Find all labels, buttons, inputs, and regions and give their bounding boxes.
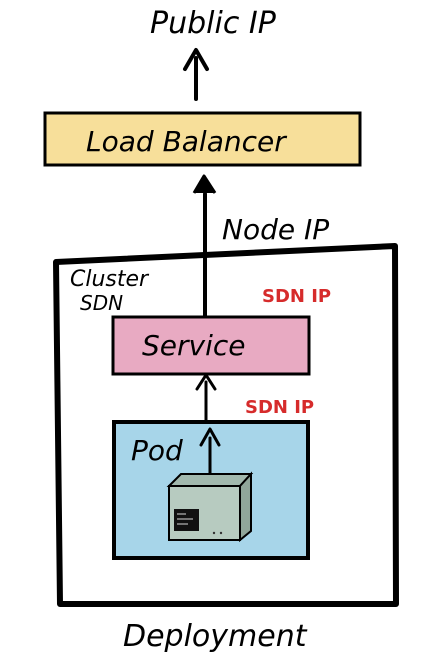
arrow-from-container-head	[199, 427, 221, 447]
pod-label: Pod	[131, 434, 183, 467]
load-balancer-box	[43, 111, 362, 167]
arrow-to-public-ip-head	[183, 48, 209, 71]
arrow-to-service-head	[195, 373, 217, 391]
terminal-screen-icon	[174, 509, 199, 531]
sdn-ip-bottom-label: SDN IP	[245, 397, 314, 418]
public-ip-label: Public IP	[150, 6, 277, 41]
cluster-sdn-label-line1: Cluster	[70, 267, 150, 292]
sdn-ip-top-label: SDN IP	[262, 286, 331, 307]
arrow-to-load-balancer-head	[192, 174, 217, 194]
deployment-label: Deployment	[123, 619, 308, 654]
node-ip-label: Node IP	[222, 213, 329, 246]
service-box	[111, 315, 311, 376]
cluster-box	[53, 243, 399, 607]
load-balancer-label: Load Balancer	[86, 125, 287, 158]
service-label: Service	[142, 329, 245, 362]
container-box-icon	[166, 471, 254, 543]
cluster-sdn-label-line2: SDN	[80, 291, 123, 315]
